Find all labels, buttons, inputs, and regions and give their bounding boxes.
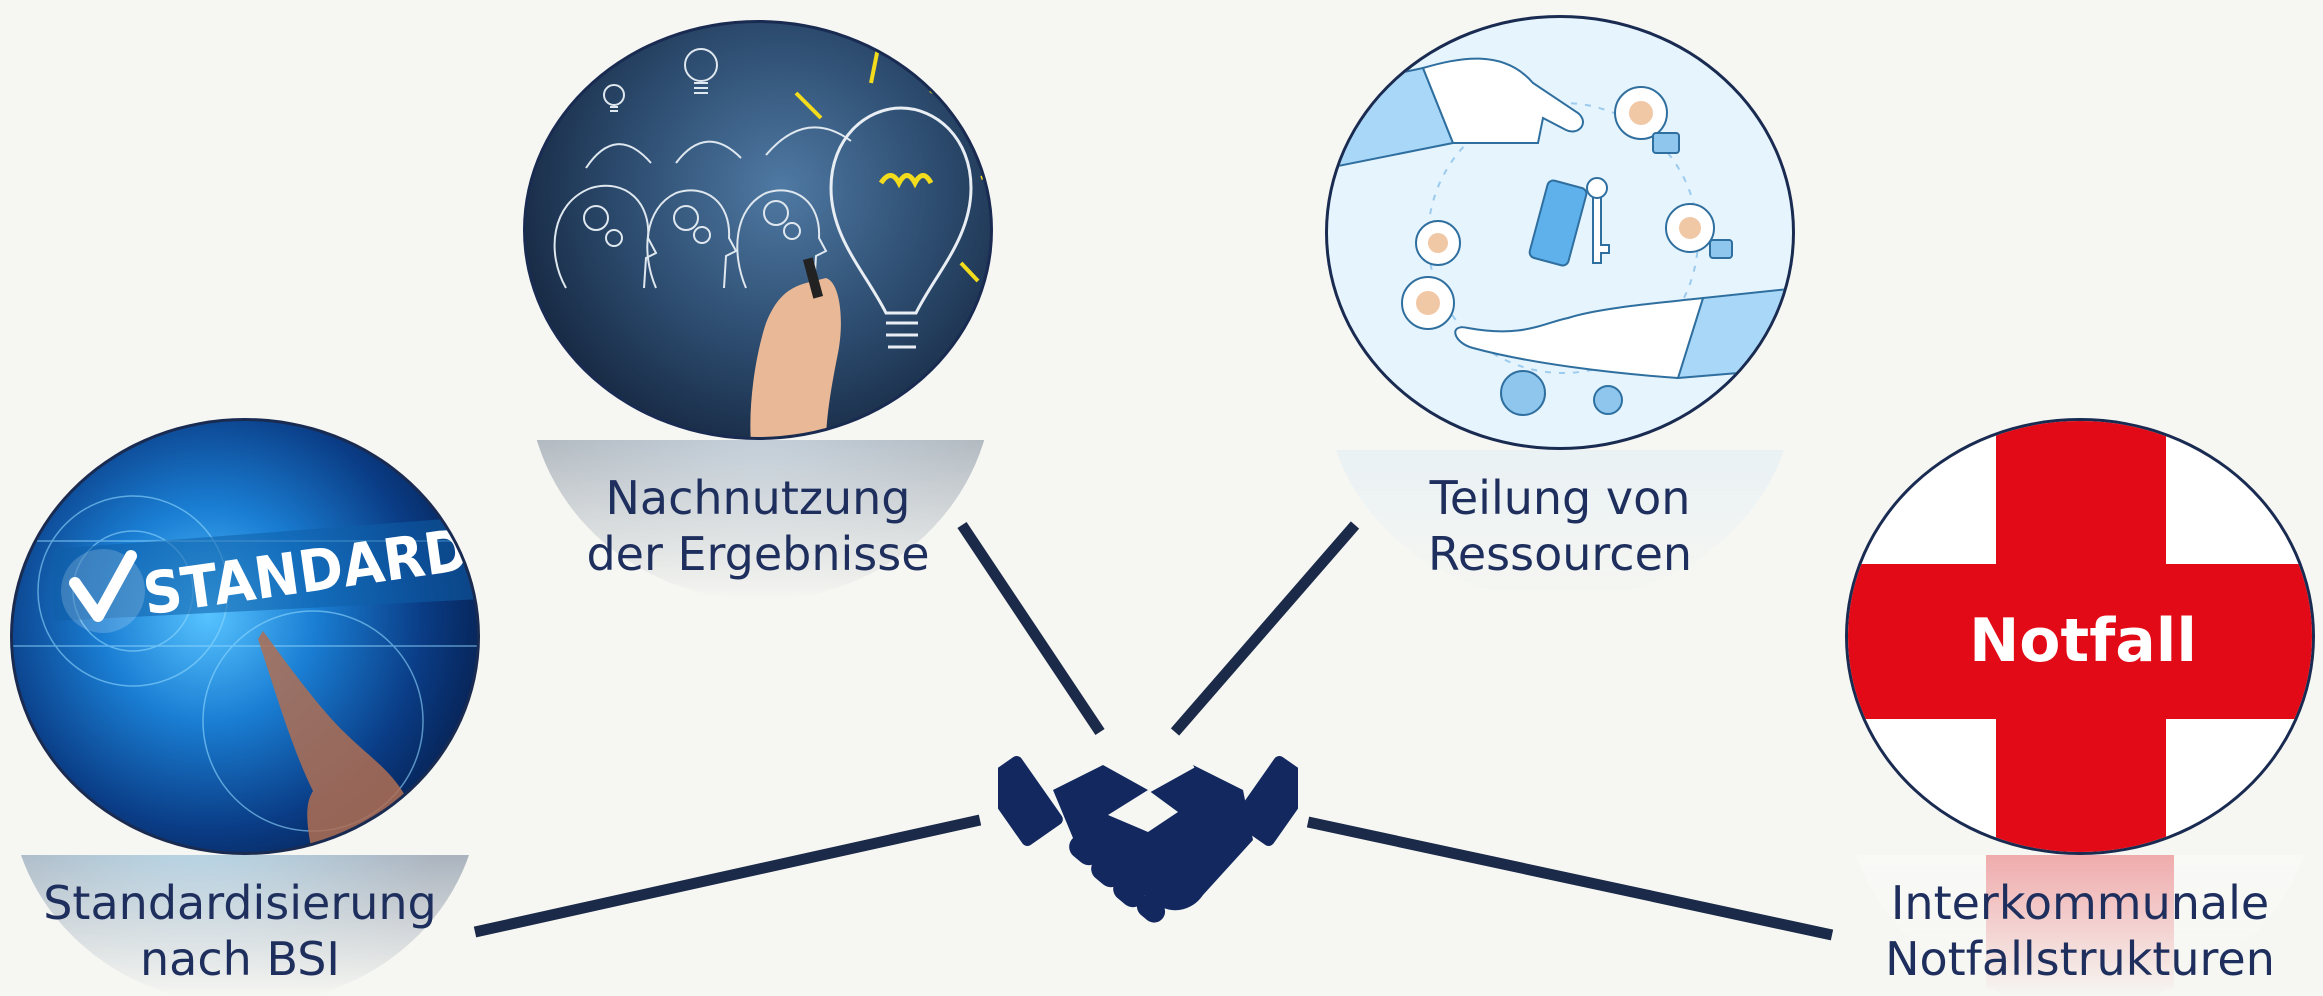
reflection-notfall bbox=[1845, 855, 2315, 996]
key-handover-icon bbox=[1328, 57, 1792, 416]
reflection-ressourcen bbox=[1325, 450, 1795, 600]
image-circle-standards: STANDARDS bbox=[10, 418, 480, 855]
handshake-icon bbox=[998, 756, 1298, 923]
connector-notfall bbox=[1306, 816, 1834, 941]
connector-standards bbox=[473, 814, 982, 938]
reflection-standards bbox=[10, 855, 480, 996]
label-ergebnisse-line1: Nachnutzung bbox=[605, 471, 911, 525]
label-notfall-line2: Notfallstrukturen bbox=[1885, 932, 2275, 986]
notfall-badge-text: Notfall bbox=[1969, 606, 2197, 676]
label-ressourcen-line1: Teilung von bbox=[1429, 471, 1691, 525]
image-circle-ressourcen bbox=[1325, 15, 1795, 450]
label-ressourcen: Teilung von Ressourcen bbox=[1360, 470, 1760, 582]
connector-ergebnisse bbox=[957, 521, 1105, 736]
standards-checkmark-icon: STANDARDS bbox=[13, 495, 477, 852]
image-circle-notfall: Notfall bbox=[1845, 418, 2315, 855]
label-ergebnisse: Nachnutzung der Ergebnisse bbox=[558, 470, 958, 582]
connector-ressourcen bbox=[1170, 521, 1360, 736]
idea-lightbulb-icon bbox=[553, 47, 990, 437]
label-ressourcen-line2: Ressourcen bbox=[1427, 527, 1693, 581]
label-notfall: Interkommunale Notfallstrukturen bbox=[1880, 875, 2280, 987]
image-circle-ergebnisse bbox=[523, 20, 993, 440]
label-notfall-line1: Interkommunale bbox=[1890, 876, 2270, 930]
label-ergebnisse-line2: der Ergebnisse bbox=[586, 527, 930, 581]
label-standards: Standardisierung nach BSI bbox=[40, 875, 440, 987]
label-standards-line1: Standardisierung bbox=[43, 876, 437, 930]
label-standards-line2: nach BSI bbox=[140, 932, 340, 986]
red-cross-icon: Notfall bbox=[1848, 421, 2312, 852]
